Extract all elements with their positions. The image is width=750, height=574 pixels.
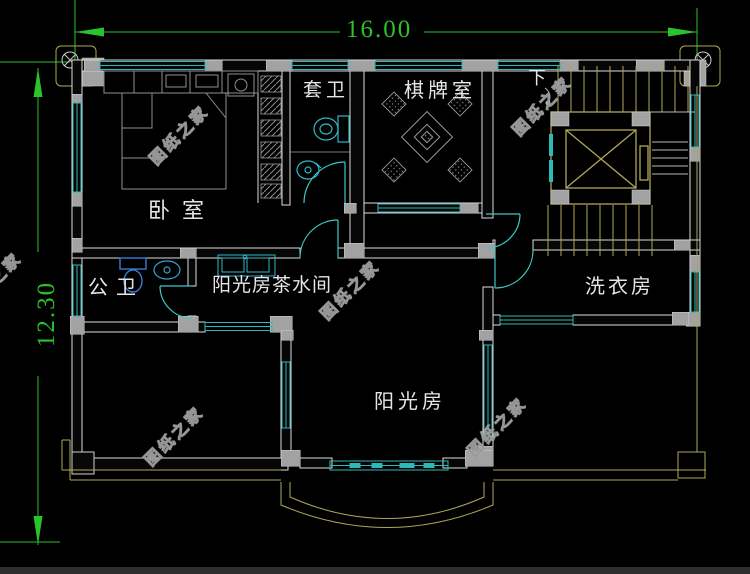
room-label-chess-room: 棋牌室 [404, 80, 476, 102]
dimension-arrow-up [33, 68, 43, 97]
window-right-upper [690, 94, 700, 148]
public-toilet-symbol [119, 257, 147, 293]
windows [72, 61, 700, 471]
top-dimension-line [74, 0, 698, 90]
room-label-sunroom: 阳光房 [374, 391, 446, 413]
window-left-bedroom [72, 102, 82, 193]
dimension-height-label: 12.30 [33, 252, 61, 376]
window-chess-south [377, 203, 461, 213]
stair-down-leader [544, 87, 551, 106]
ensuite-sink-symbol [290, 151, 350, 180]
room-label-ensuite-bath: 套卫 [303, 80, 350, 101]
window-laundry-south [499, 315, 574, 325]
wall-columns [69, 59, 701, 467]
dimension-arrow-left [75, 27, 104, 37]
window-top-bedroom [99, 61, 206, 70]
window-right-laundry [690, 271, 700, 313]
door-bedroom-corridor [299, 219, 339, 259]
room-label-sunroom-tea-room: 阳光房茶水间 [212, 275, 333, 296]
door-ensuite-bath [303, 161, 346, 204]
window-top-stair [497, 61, 561, 70]
doors [159, 161, 534, 319]
window-sunroom-west [281, 361, 291, 429]
stair-down-label: 下 [528, 68, 546, 88]
public-sink-symbol [153, 260, 181, 280]
window-sunroom-bay [329, 460, 449, 471]
door-public-bath [159, 285, 193, 319]
door-laundry-room [494, 249, 534, 289]
window-tearoom-south [204, 322, 273, 331]
room-label-laundry-room: 洗衣房 [585, 276, 654, 298]
bay-window [280, 482, 494, 528]
mahjong-table-symbol [400, 110, 454, 164]
bed-symbol [103, 70, 259, 190]
elevator-symbol [549, 111, 651, 205]
window-left-publicbath [72, 264, 82, 317]
tea-counter-sink-symbol [217, 254, 276, 277]
window-top-chess [374, 61, 463, 70]
window-sunroom-east [483, 344, 493, 441]
bottom-border [0, 567, 750, 574]
staircase-symbol [547, 66, 695, 256]
room-label-public-bath: 公卫 [88, 277, 144, 299]
window-top-ensuite [291, 61, 349, 70]
dimension-width-label: 16.00 [340, 16, 419, 44]
dimension-arrow-right [668, 27, 697, 37]
dimension-arrow-down [33, 516, 43, 545]
chairs-symbol [381, 91, 473, 183]
ensuite-toilet-symbol [313, 115, 350, 143]
room-label-bedroom: 卧室 [148, 198, 217, 223]
terrace-outline [61, 86, 706, 481]
door-stair-hall [485, 213, 521, 249]
wardrobe-symbol [260, 75, 282, 199]
